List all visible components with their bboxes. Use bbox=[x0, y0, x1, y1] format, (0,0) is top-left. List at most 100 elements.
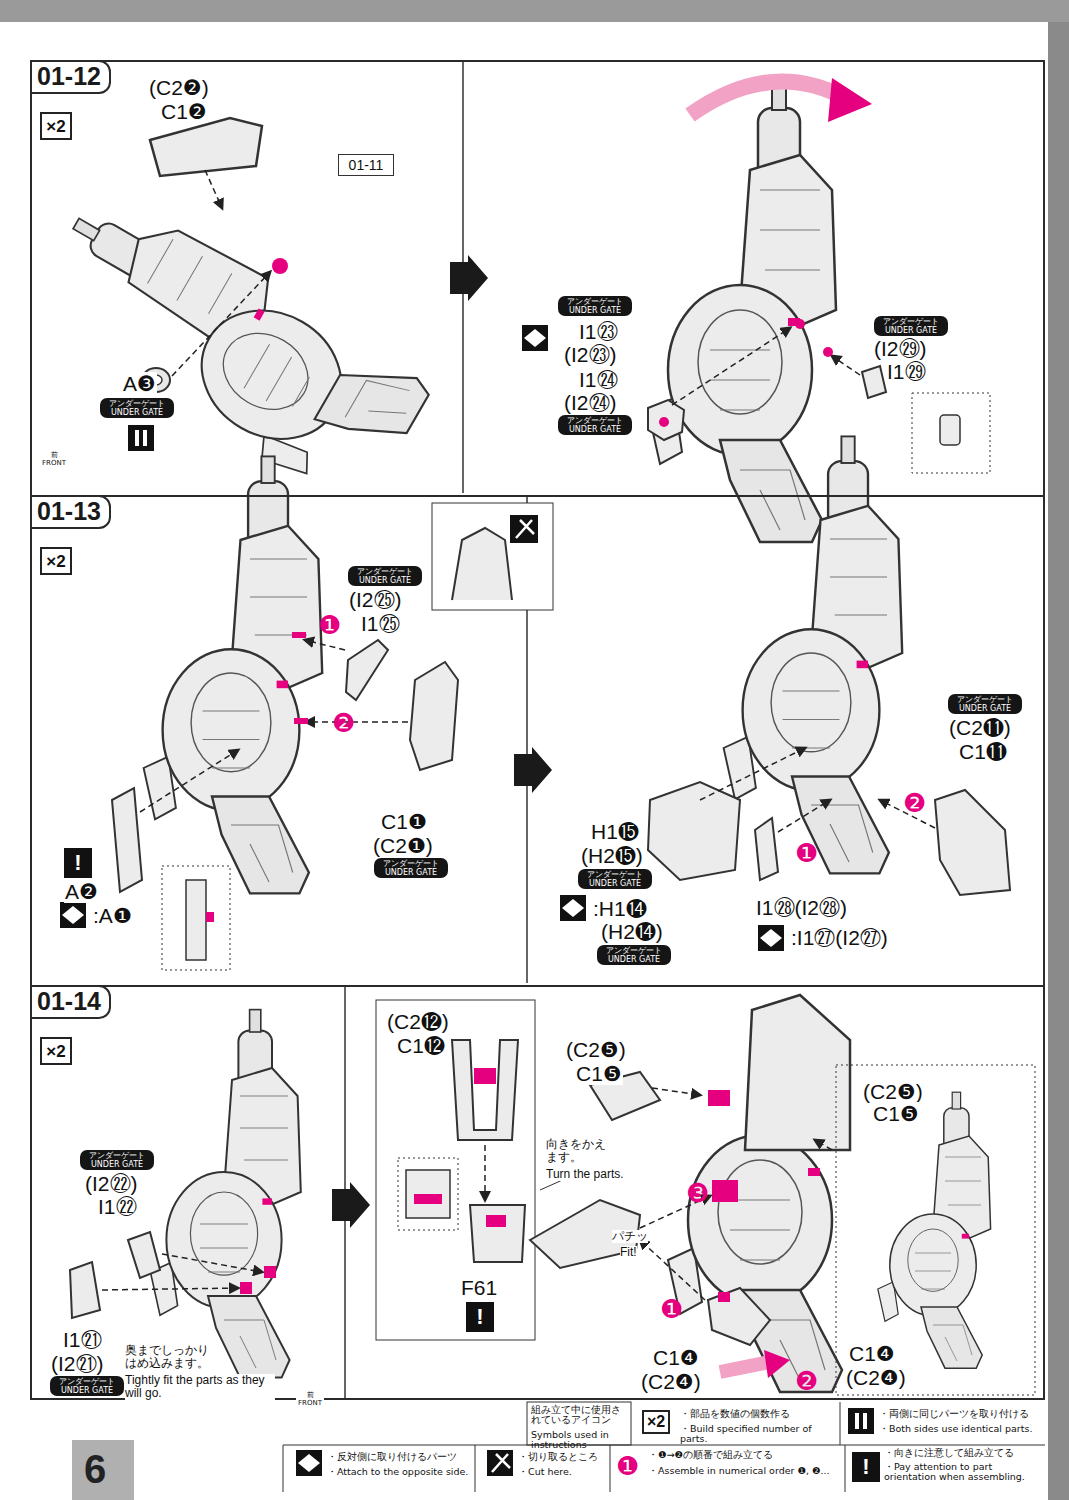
part-number: I1㉕ bbox=[360, 612, 401, 635]
part-number: (I2㉑) bbox=[50, 1352, 105, 1375]
node-text: ×2 bbox=[46, 1043, 65, 1060]
under-gate-badge: アンダーゲート UNDER GATE bbox=[597, 945, 671, 965]
legend-text: ・向きに注意して組み立てる bbox=[884, 1448, 1044, 1458]
quantity-icon: ×2 bbox=[642, 1410, 670, 1434]
legend-text: ・部品を数値の個数作る bbox=[680, 1409, 840, 1419]
part-number: C1❷ bbox=[160, 100, 208, 123]
part-number: I1㉒ bbox=[97, 1195, 138, 1218]
part-number: I1㉙ bbox=[886, 360, 927, 383]
step-number: 01-12 bbox=[30, 60, 111, 94]
part-number: C1❺ bbox=[575, 1062, 623, 1085]
under-gate-badge: アンダーゲート UNDER GATE bbox=[348, 566, 422, 586]
step-number: 01-13 bbox=[30, 495, 111, 529]
order-number: ❶ bbox=[318, 612, 341, 638]
part-number: (I2㉔) bbox=[563, 391, 618, 414]
part-number: :I1㉗(I2㉗) bbox=[790, 926, 889, 949]
node-text: 01-11 bbox=[349, 158, 384, 172]
under-gate-badge: アンダーゲート UNDER GATE bbox=[374, 858, 448, 878]
part-number: C1❹ bbox=[848, 1342, 896, 1365]
step-panel: 01-12 ×2 01-11 bbox=[30, 60, 1045, 497]
part-number: C1❺ bbox=[872, 1102, 920, 1125]
part-number: I1㉓ bbox=[578, 320, 619, 343]
step-reference: 01-11 bbox=[338, 154, 394, 176]
figure-01-12-b bbox=[522, 78, 990, 542]
legend-text: ・両側に同じパーツを取り付ける bbox=[879, 1409, 1044, 1419]
order-number: ❶ bbox=[616, 1453, 639, 1479]
note-text: Fit! bbox=[620, 1246, 637, 1259]
node-text: ×2 bbox=[46, 553, 65, 570]
legend-icons bbox=[283, 1402, 1045, 1492]
part-number: I1㉘(I2㉘) bbox=[755, 896, 848, 919]
legend-text: ・Cut here. bbox=[518, 1467, 608, 1477]
legend-text: ・切り取るところ bbox=[518, 1452, 608, 1462]
front-icon: 前 FRONT bbox=[40, 452, 68, 467]
order-number: ❷ bbox=[332, 710, 355, 736]
part-number: I1㉑ bbox=[62, 1328, 103, 1351]
part-number: A❷ bbox=[64, 880, 99, 903]
caution-icon: ! bbox=[466, 1302, 494, 1332]
legend-text: ・Both sides use identical parts. bbox=[879, 1424, 1044, 1434]
legend-text: ・Attach to the opposite side. bbox=[327, 1467, 472, 1477]
part-number: (C2❹) bbox=[640, 1370, 702, 1393]
part-number: H1⓯ bbox=[590, 820, 640, 843]
figure-01-13-a bbox=[60, 456, 553, 970]
legend-text: ・Assemble in numerical order ❶, ❷... bbox=[648, 1466, 843, 1476]
figure-01-14-a bbox=[70, 1010, 301, 1378]
part-number: C1⓫ bbox=[958, 740, 1008, 763]
step-panel: 01-14 ×2 bbox=[30, 985, 1045, 1400]
under-gate-badge: アンダーゲート UNDER GATE bbox=[100, 398, 174, 418]
caution-icon: ! bbox=[64, 848, 92, 878]
step-panel: 01-13 ×2 bbox=[30, 495, 1045, 987]
front-icon: 前 FRONT bbox=[296, 1392, 324, 1407]
quantity-badge: ×2 bbox=[40, 547, 72, 575]
part-number: C1❹ bbox=[652, 1346, 700, 1369]
figure-01-14-b bbox=[376, 995, 1035, 1395]
part-number: A❸ bbox=[122, 372, 157, 395]
step-number: 01-14 bbox=[30, 985, 111, 1019]
caution-icon: ! bbox=[852, 1452, 880, 1482]
part-number: (I2㉒) bbox=[84, 1172, 139, 1195]
page-number: 6 bbox=[84, 1447, 106, 1491]
legend-text: ・Build specified number of parts. bbox=[680, 1424, 840, 1445]
legend-text: ・反対側に取り付けるパーツ bbox=[327, 1452, 472, 1462]
legend-text: 組み立て中に使用されているアイコン bbox=[531, 1405, 627, 1426]
part-number: (C2❺) bbox=[565, 1038, 627, 1061]
legend-text: ・Pay attention to part orientation when … bbox=[884, 1462, 1044, 1483]
part-number: :A❶ bbox=[92, 904, 133, 927]
figure-01-13-b bbox=[560, 436, 1010, 951]
part-number: (I2㉓) bbox=[563, 343, 618, 366]
part-number: (C2⓬) bbox=[386, 1010, 450, 1033]
order-number: ❶ bbox=[660, 1296, 683, 1322]
note-text: 向きをかえます。 bbox=[546, 1138, 606, 1164]
under-gate-badge: アンダーゲート UNDER GATE bbox=[578, 869, 652, 889]
note-text: Turn the parts. bbox=[546, 1168, 636, 1181]
node-text: ×2 bbox=[46, 118, 65, 135]
order-number: ❷ bbox=[903, 790, 926, 816]
quantity-badge: ×2 bbox=[40, 112, 72, 140]
part-number: (I2㉙) bbox=[873, 337, 928, 360]
under-gate-badge: アンダーゲート UNDER GATE bbox=[874, 316, 948, 336]
part-number: (I2㉕) bbox=[348, 588, 403, 611]
legend-text: ・❶→❷の順番で組み立てる bbox=[648, 1450, 843, 1460]
part-number: I1㉔ bbox=[578, 368, 619, 391]
note-text: パチッ bbox=[612, 1230, 648, 1243]
part-number: F61 bbox=[460, 1276, 498, 1299]
part-number: (C2❺) bbox=[862, 1080, 924, 1103]
part-number: (C2❷) bbox=[148, 76, 210, 99]
under-gate-badge: アンダーゲート UNDER GATE bbox=[948, 694, 1022, 714]
order-number: ❷ bbox=[795, 1368, 818, 1394]
part-number: C1❶ bbox=[380, 810, 428, 833]
part-number: (H2⓮) bbox=[600, 920, 664, 943]
note-text: Tightly fit the parts as they will go. bbox=[125, 1374, 275, 1400]
quantity-badge: ×2 bbox=[40, 1037, 72, 1065]
note-text: 奥までしっかりはめ込みます。 bbox=[125, 1344, 217, 1370]
part-number: C1⓬ bbox=[396, 1034, 446, 1057]
legend-text: Symbols used in instructions bbox=[531, 1430, 627, 1451]
order-number: ❸ bbox=[686, 1180, 709, 1206]
part-number: :H1⓮ bbox=[592, 897, 648, 920]
part-number: (C2❶) bbox=[372, 834, 434, 857]
part-number: (H2⓯) bbox=[580, 844, 644, 867]
under-gate-badge: アンダーゲート UNDER GATE bbox=[558, 296, 632, 316]
